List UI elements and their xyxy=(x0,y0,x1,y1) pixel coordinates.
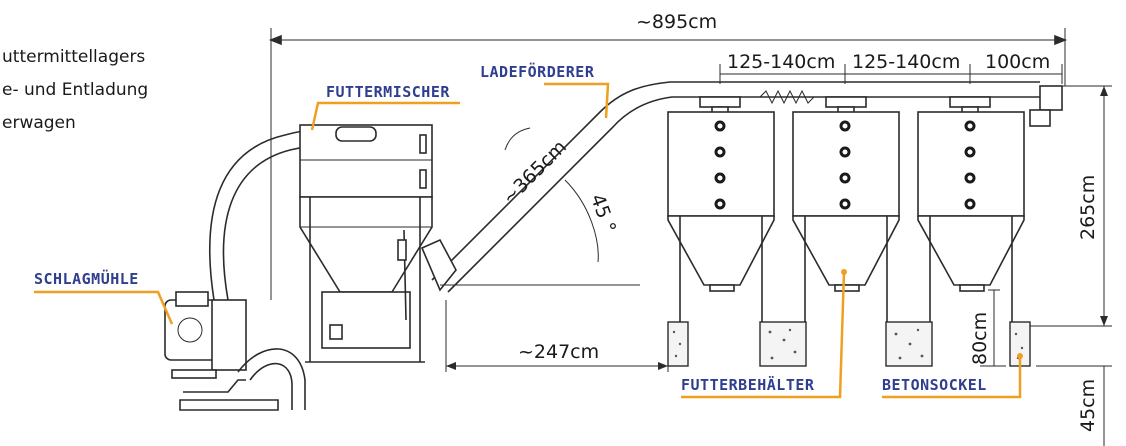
dim-angle-label: 45 ° xyxy=(586,191,620,236)
feed-mixer xyxy=(299,124,433,363)
title-line-1: uttermittellagers xyxy=(2,47,145,67)
dim-pedestal-height-label: 80cm xyxy=(969,312,991,365)
conveyor-length-arc xyxy=(504,127,531,151)
hammer-mill xyxy=(164,291,279,411)
callout-ladefoerderer: LADEFÖRDERER xyxy=(480,62,610,119)
dim-height-label: 265cm xyxy=(1077,175,1099,240)
ladefoerderer-label: LADEFÖRDERER xyxy=(480,62,595,81)
dim-total-length-label: ~895cm xyxy=(636,11,717,33)
dimension-total-length: ~895cm xyxy=(268,11,1068,300)
dimension-ground-clearance: 45cm xyxy=(1036,365,1112,446)
futterbehaelter-label: FUTTERBEHÄLTER xyxy=(681,375,815,394)
concrete-pedestals xyxy=(667,321,1031,367)
dim-spacing-1-label: 125-140cm xyxy=(727,51,835,73)
dim-conveyor-length-label: ~365cm xyxy=(498,136,571,209)
dim-spacing-2-label: 125-140cm xyxy=(852,51,960,73)
dim-base-length-label: ~247cm xyxy=(518,341,599,363)
dim-spacing-3-label: 100cm xyxy=(985,51,1050,73)
futtermischer-label: FUTTERMISCHER xyxy=(326,83,450,101)
callout-schlagmuehle: SCHLAGMÜHLE xyxy=(34,269,174,325)
title-line-2: e- und Entladung xyxy=(2,80,148,100)
betonsockel-label: BETONSOCKEL xyxy=(882,376,987,394)
dimension-bin-spacing: 125-140cm 125-140cm 100cm xyxy=(719,51,1063,84)
loading-conveyor xyxy=(420,81,1063,293)
feed-bin-2 xyxy=(792,111,900,322)
feed-bin-1 xyxy=(667,111,775,322)
dimension-height: 265cm xyxy=(1030,85,1112,327)
dimension-base-length: ~247cm xyxy=(445,300,669,372)
feed-bin-3 xyxy=(917,111,1025,322)
schlagmuehle-label: SCHLAGMÜHLE xyxy=(34,269,139,288)
title-line-3: erwagen xyxy=(2,113,76,133)
callout-betonsockel: BETONSOCKEL xyxy=(882,353,1023,399)
callout-futterbehaelter: FUTTERBEHÄLTER xyxy=(681,269,847,399)
callout-futtermischer: FUTTERMISCHER xyxy=(310,83,460,131)
dim-ground-clearance-label: 45cm xyxy=(1077,379,1099,432)
dimension-pedestal-height: 80cm xyxy=(969,289,1006,367)
